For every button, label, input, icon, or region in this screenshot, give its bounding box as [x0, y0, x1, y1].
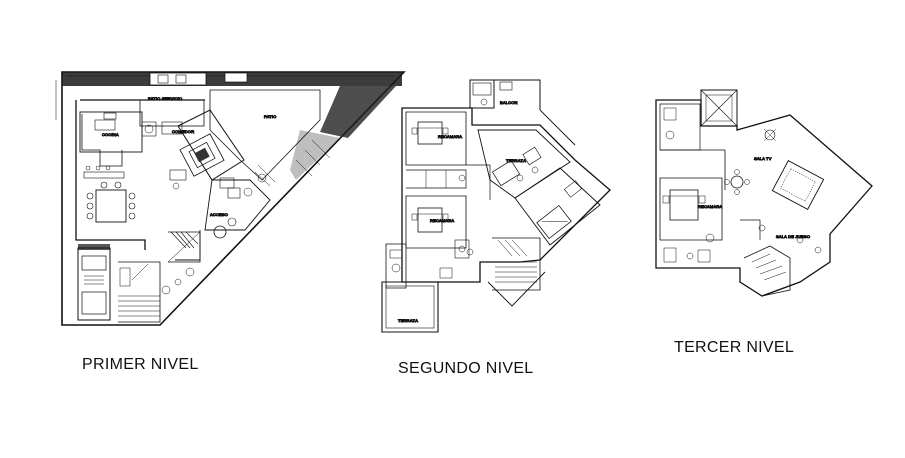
level-title-segundo-nivel: SEGUNDO NIVEL [398, 360, 534, 377]
room-label-patio-servicio: PATIO SERVICIO [148, 96, 182, 101]
room-label-recamara-1: RECAMARA [438, 134, 462, 139]
room-label-sala-tv: SALA TV [754, 156, 772, 161]
room-label-terraza-1: TERRAZA [506, 158, 526, 163]
level-title-primer-nivel: PRIMER NIVEL [82, 356, 199, 373]
level-title-tercer-nivel: TERCER NIVEL [674, 339, 795, 356]
room-label-sala-juego: SALA DE JUEGO [776, 234, 810, 239]
room-label-comedor: COMEDOR [172, 129, 194, 134]
plan-primer-nivel: COCINA PATIO SERVICIO COMEDOR PATIO [55, 71, 406, 326]
room-label-balcon: BALCON [500, 100, 518, 105]
plan-segundo-nivel: BALCON RECAMARA RECAMARA TERRAZA [381, 79, 611, 333]
room-label-cocina: COCINA [102, 132, 119, 137]
room-label-terraza-2: TERRAZA [398, 318, 418, 323]
room-label-acceso: ACCESO [210, 212, 228, 217]
plan-tercer-nivel: RECAMARA SALA TV SALA DE JUEGO [655, 89, 873, 297]
room-label-patio: PATIO [264, 114, 276, 119]
room-label-recamara-3: RECAMARA [698, 204, 722, 209]
room-label-recamara-2: RECAMARA [430, 218, 454, 223]
